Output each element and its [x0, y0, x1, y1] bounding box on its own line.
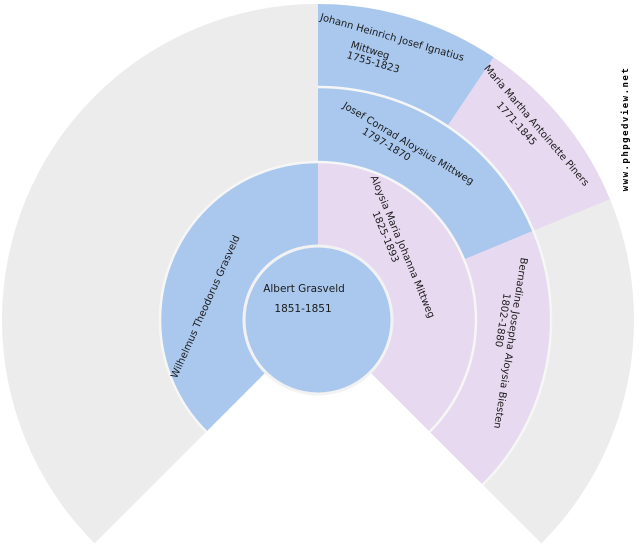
sector-maternal-grandmother[interactable]: [429, 230, 552, 485]
center-person-disc[interactable]: [242, 244, 394, 396]
center-person-name[interactable]: Albert Grasveld: [263, 283, 345, 295]
ring-separator-2: [317, 85, 553, 486]
sector-father[interactable]: [160, 162, 318, 432]
sector-mother[interactable]: [318, 162, 476, 432]
center-person-dates: 1851-1851: [274, 303, 331, 315]
sector-maternal-great-grandmother[interactable]: [447, 57, 610, 231]
watermark-text: www.phpgedview.net: [620, 67, 631, 192]
sector-maternal-grandfather[interactable]: [318, 86, 534, 260]
ring-separator-1: [158, 160, 478, 433]
sector-maternal-great-grandfather[interactable]: [318, 4, 494, 127]
